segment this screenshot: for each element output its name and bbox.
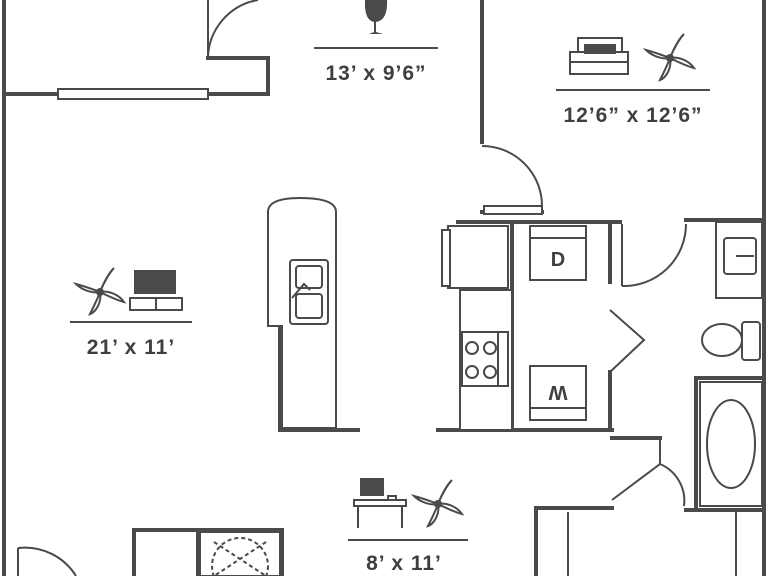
desk-icon: [353, 478, 407, 528]
living-dimension: 21’ x 11’: [87, 336, 175, 359]
ceiling-fan-icon: [642, 33, 697, 82]
ceiling-fan-icon: [72, 267, 127, 316]
door-swings: [17, 0, 737, 576]
bedroom-area: 12’6” x 12’6”: [556, 33, 710, 127]
stove-icon: [461, 331, 509, 387]
kitchen-island: [267, 196, 337, 429]
living-area: 21’ x 11’: [70, 267, 192, 359]
dining-dimension: 13’ x 9’6”: [325, 62, 426, 85]
bath-sink: [715, 221, 763, 299]
wine-glass-icon: [364, 0, 388, 34]
toilet-icon: [701, 321, 761, 361]
office-area: 8’ x 11’: [348, 478, 468, 575]
kitchen-appliances: [441, 225, 513, 431]
bed-icon: [569, 37, 629, 75]
window: [57, 88, 209, 100]
dryer-label: D: [551, 249, 565, 271]
faucet-icon: [291, 282, 311, 299]
dining-area: 13’ x 9’6”: [314, 0, 438, 85]
tv-icon: [129, 270, 183, 311]
bedroom-dimension: 12’6” x 12’6”: [563, 104, 702, 127]
water-heater-icon: [199, 531, 281, 576]
ceiling-fan-icon: [410, 479, 465, 528]
bathtub: [699, 381, 763, 507]
washer-label: W: [548, 381, 567, 403]
washer: W: [529, 365, 587, 421]
dryer: D: [529, 225, 587, 281]
office-dimension: 8’ x 11’: [366, 552, 442, 575]
